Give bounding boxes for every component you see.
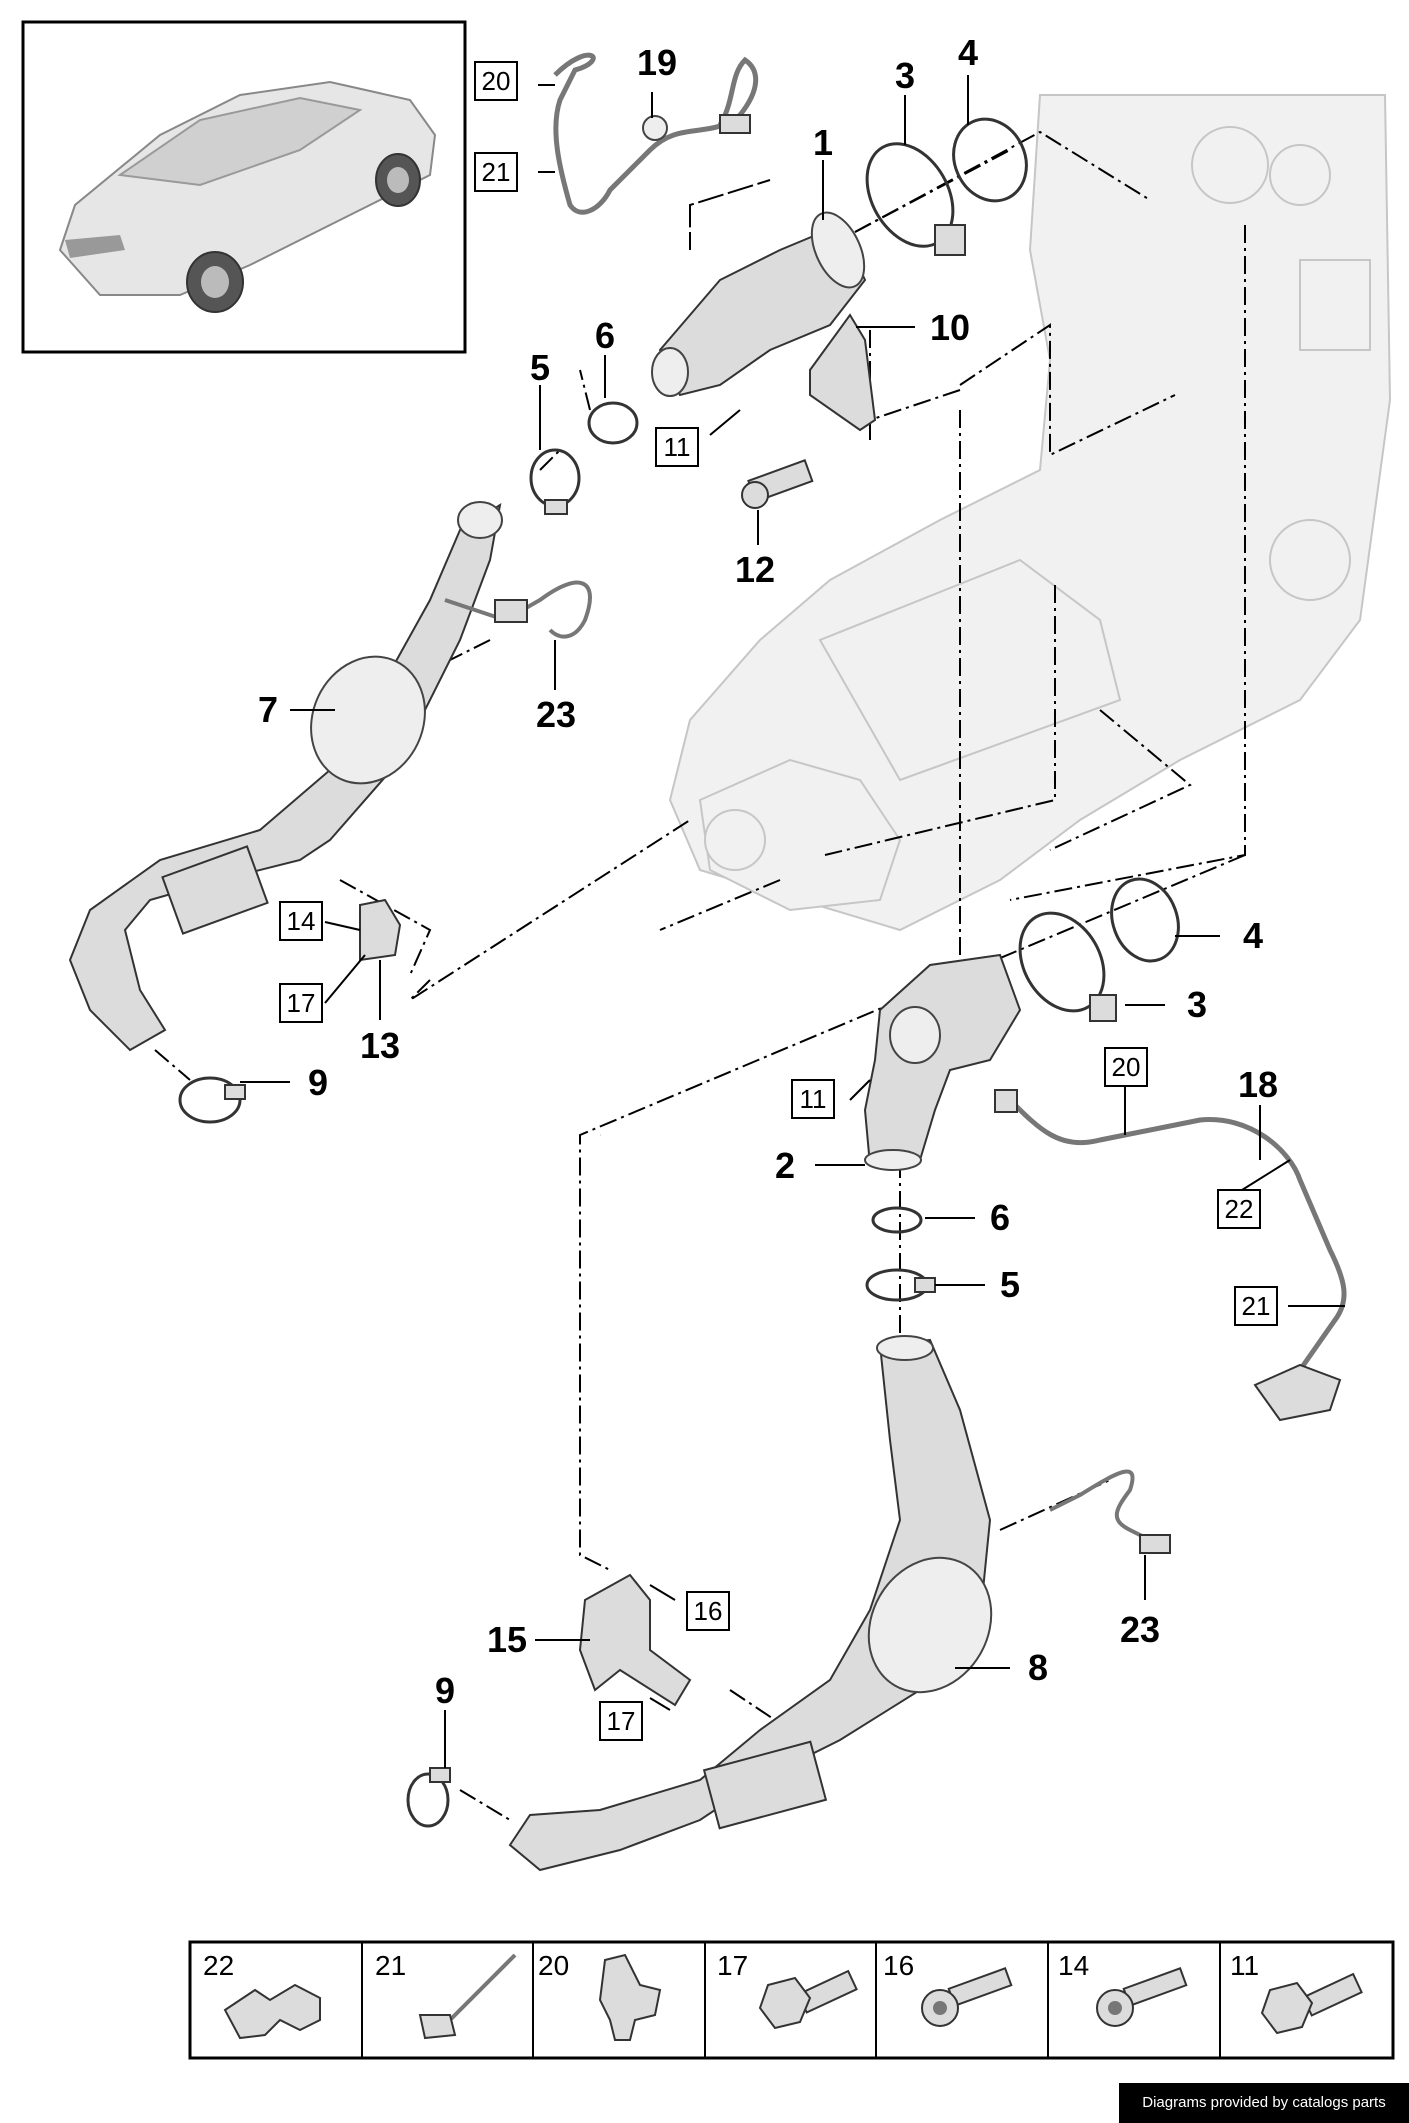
callout-9-upper: 9 — [308, 1062, 328, 1103]
boxed-ref-22: 22 — [1217, 1189, 1261, 1229]
boxed-ref-14: 14 — [279, 901, 323, 941]
boxed-ref-16: 16 — [686, 1591, 730, 1631]
callout-3-upper: 3 — [895, 55, 915, 96]
svg-text:20: 20 — [538, 1950, 569, 1981]
catalytic-converter-7 — [68, 501, 503, 1052]
clamp-3-upper — [865, 142, 966, 256]
svg-text:11: 11 — [1230, 1950, 1259, 1981]
seal-ring-6-upper — [587, 401, 639, 445]
callout-3-lower: 3 — [1187, 984, 1207, 1025]
boxed-ref-20-lower: 20 — [1104, 1047, 1148, 1087]
callout-6-lower: 6 — [990, 1197, 1010, 1238]
svg-text:17: 17 — [287, 988, 316, 1018]
boxed-ref-21-lower: 21 — [1234, 1286, 1278, 1326]
front-pipe-1 — [651, 211, 867, 397]
svg-text:20: 20 — [482, 66, 511, 96]
callout-5-upper: 5 — [530, 347, 550, 388]
assembly-lines — [154, 130, 1246, 1821]
boxed-ref-17-upper: 17 — [279, 983, 323, 1023]
callout-5-lower: 5 — [1000, 1264, 1020, 1305]
svg-text:22: 22 — [203, 1950, 234, 1981]
callout-13: 13 — [360, 1025, 400, 1066]
catalytic-converter-8 — [508, 1335, 993, 1872]
svg-text:14: 14 — [287, 906, 316, 936]
svg-text:11: 11 — [800, 1084, 827, 1114]
car-illustration — [58, 80, 437, 313]
legend-cell-17: 17 — [717, 1950, 858, 2030]
svg-text:22: 22 — [1225, 1194, 1254, 1224]
leader-lines — [240, 75, 1345, 1768]
legend-cell-21: 21 — [375, 1950, 517, 2040]
svg-text:21: 21 — [482, 157, 511, 187]
legend-cell-16: 16 — [883, 1950, 1013, 2027]
svg-text:21: 21 — [375, 1950, 406, 1981]
hex-bolt-icon — [1260, 1972, 1363, 2035]
bracket-15 — [578, 1573, 692, 1707]
hex-bolt-icon — [758, 1969, 858, 2030]
clamp-9-lower — [406, 1767, 451, 1828]
cable-tie-icon — [418, 1953, 517, 2040]
torx-bolt-icon — [921, 1967, 1013, 2027]
oxygen-sensor-19 — [553, 52, 759, 215]
callout-9-lower: 9 — [435, 1670, 455, 1711]
svg-text:14: 14 — [1058, 1950, 1089, 1981]
callout-8: 8 — [1028, 1647, 1048, 1688]
seal-ring-4-upper — [952, 117, 1028, 203]
svg-text:16: 16 — [883, 1950, 914, 1981]
oxygen-sensor-23-lower — [1049, 1469, 1171, 1554]
seal-ring-4-lower — [1110, 877, 1180, 963]
svg-text:17: 17 — [717, 1950, 748, 1981]
bolt-12 — [741, 459, 814, 509]
svg-text:11: 11 — [664, 432, 691, 462]
clamp-5-upper — [529, 448, 581, 515]
oxygen-sensor-23-upper — [444, 580, 592, 639]
callout-23-lower: 23 — [1120, 1609, 1160, 1650]
seal-ring-6-lower — [871, 1206, 923, 1234]
legend-cell-11: 11 — [1230, 1950, 1363, 2035]
callout-18: 18 — [1238, 1064, 1278, 1105]
boxed-ref-11-upper: 11 — [655, 427, 699, 467]
callout-4-upper: 4 — [958, 32, 978, 73]
boxed-ref-11-lower: 11 — [791, 1079, 835, 1119]
callout-12: 12 — [735, 549, 775, 590]
front-pipe-2 — [863, 953, 1022, 1171]
svg-text:16: 16 — [694, 1596, 723, 1626]
svg-text:17: 17 — [607, 1706, 636, 1736]
callout-labels: 1 2 3 3 4 4 5 5 6 6 7 8 9 9 10 12 13 15 … — [258, 32, 1278, 1711]
clamp-9-upper — [178, 1076, 246, 1124]
svg-text:21: 21 — [1242, 1291, 1271, 1321]
bracket-13 — [359, 898, 402, 962]
legend-cell-14: 14 — [1058, 1950, 1188, 2027]
bracket-10 — [809, 313, 877, 432]
boxed-ref-17-lower: 17 — [599, 1701, 643, 1741]
callout-6-upper: 6 — [595, 315, 615, 356]
callout-10: 10 — [930, 307, 970, 348]
connector-holder-icon — [598, 1953, 662, 2041]
callout-7: 7 — [258, 689, 278, 730]
boxed-ref-20-upper: 20 — [474, 61, 518, 101]
callout-15: 15 — [487, 1619, 527, 1660]
boxed-references: 20 21 11 14 17 11 20 22 — [279, 61, 1278, 1741]
engine-gearbox-background — [668, 94, 1392, 932]
torx-bolt-icon — [1096, 1967, 1188, 2027]
fastener-legend: 22 21 20 17 16 — [188, 1940, 1395, 2060]
clip-bracket-icon — [223, 1983, 321, 2040]
callout-19: 19 — [637, 42, 677, 83]
clamp-3-lower — [1018, 911, 1117, 1022]
callout-4-lower: 4 — [1243, 915, 1263, 956]
boxed-ref-21-upper: 21 — [474, 152, 518, 192]
clamp-5-lower — [865, 1268, 936, 1302]
vehicle-inset — [21, 20, 467, 354]
callout-1: 1 — [813, 122, 833, 163]
callout-2: 2 — [775, 1145, 795, 1186]
svg-text:20: 20 — [1112, 1052, 1141, 1082]
callout-23-upper: 23 — [536, 694, 576, 735]
legend-cell-20: 20 — [538, 1950, 662, 2041]
legend-cell-22: 22 — [203, 1950, 321, 2040]
oxygen-sensor-18 — [994, 1089, 1347, 1422]
credit-badge: Diagrams provided by catalogs parts — [1119, 2083, 1409, 2123]
